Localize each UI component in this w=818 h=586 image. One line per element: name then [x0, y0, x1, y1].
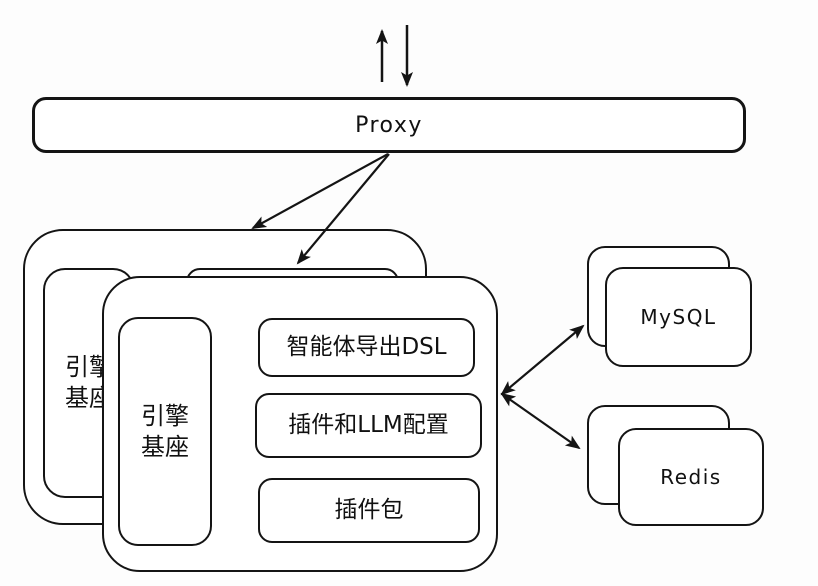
redis-node: Redis	[618, 428, 764, 526]
mysql-node: MySQL	[605, 267, 752, 367]
engine-to-redis-arrow	[500, 392, 581, 450]
module-agent-export-dsl: 智能体导出DSL	[258, 318, 475, 377]
proxy-to-back-engine-arrow	[251, 153, 389, 229]
module-plugin-package: 插件包	[258, 478, 480, 543]
proxy-label: Proxy	[355, 112, 423, 138]
proxy-node: Proxy	[32, 97, 746, 153]
mysql-label: MySQL	[640, 305, 717, 329]
redis-label: Redis	[660, 465, 722, 489]
engine-base-front-node: 引擎基座	[118, 317, 212, 546]
module-plugin-package-label: 插件包	[334, 497, 404, 523]
module-plugin-llm-config: 插件和LLM配置	[255, 393, 482, 458]
engine-base-front-label: 引擎基座	[141, 401, 189, 461]
module-plugin-llm-config-label: 插件和LLM配置	[288, 412, 449, 438]
engine-to-mysql-arrow	[500, 324, 585, 396]
module-agent-export-dsl-label: 智能体导出DSL	[286, 334, 447, 360]
